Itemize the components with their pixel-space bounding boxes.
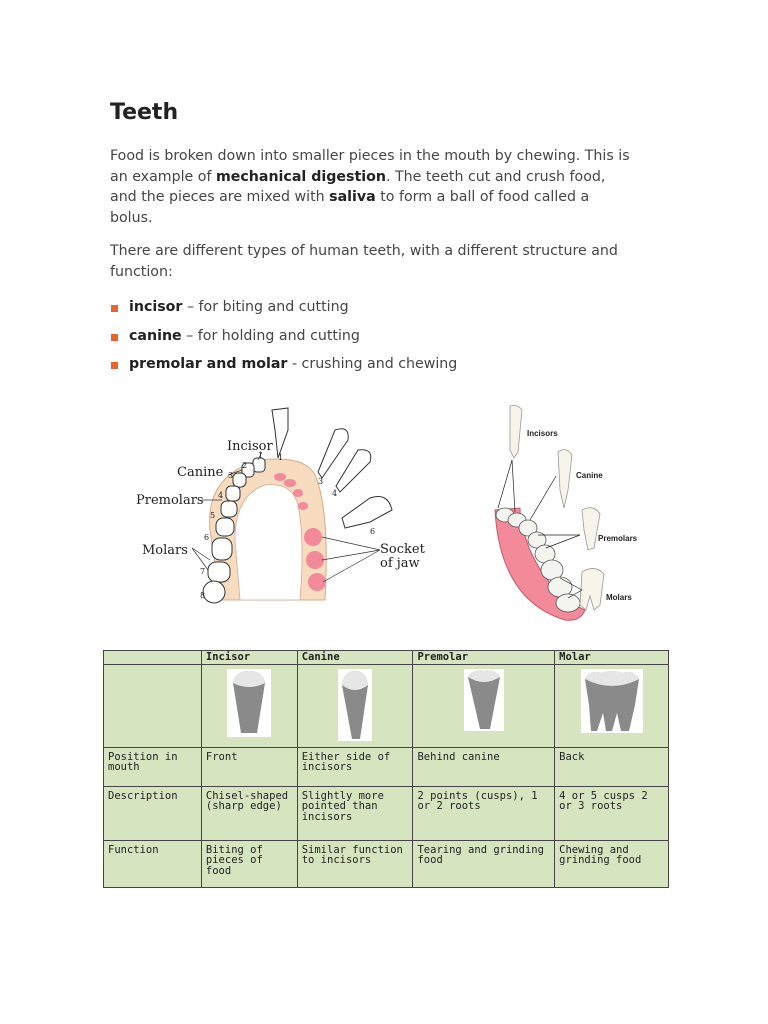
intro-bold-saliva: saliva <box>329 189 376 205</box>
table-cell: Front <box>200 746 298 787</box>
premolar-tooth-image <box>463 668 504 731</box>
intro-text-3: to form a ball of food called a bolus. <box>110 189 590 226</box>
label-molars: Molars <box>142 543 188 558</box>
tooth-number: 5 <box>210 511 215 520</box>
list-item-premolar-molar: premolar and molar - crushing and chewin… <box>110 356 457 385</box>
bullet-desc: – for holding and cutting <box>181 327 360 344</box>
teeth-comparison-table: Incisor Canine Premolar Molar Position i… <box>103 650 669 888</box>
teeth-side-diagram: Incisors Canine Premolars Molars <box>494 405 638 621</box>
table-cell: Biting of pieces of food <box>200 839 298 888</box>
bullet-square-icon <box>111 333 118 341</box>
jaw-teeth <box>495 507 581 613</box>
label-premolars: Premolars <box>136 493 204 508</box>
palate-shape <box>234 484 303 601</box>
table-header-row: Incisor Canine Premolar Molar <box>103 650 669 665</box>
label-incisor: Incisor <box>227 439 273 454</box>
bullet-term: incisor <box>129 299 183 315</box>
table-cell: Back <box>554 746 669 787</box>
table-image-row <box>103 663 669 748</box>
jaw-diagram: Incisor Canine Premolars Molars Socket o… <box>136 407 426 604</box>
teeth-types-list: incisor – for biting and cutting canine … <box>110 299 457 385</box>
bullet-square-icon <box>111 362 118 369</box>
single-teeth <box>509 405 605 611</box>
label-socket: Socket <box>380 542 426 557</box>
jaw-gum-shape <box>494 507 586 621</box>
table-header-cell: Molar <box>554 650 669 665</box>
tooth-number: 3 <box>228 471 233 480</box>
table-cell: 2 points (cusps), 1 or 2 roots <box>412 785 556 841</box>
intro-paragraph: Food is broken down into smaller pieces … <box>110 146 630 228</box>
table-cell: Chisel-shaped (sharp edge) <box>200 785 298 841</box>
row-label: Description <box>103 785 202 841</box>
list-item-canine: canine – for holding and cutting <box>110 328 457 357</box>
row-label: Function <box>103 839 202 888</box>
table-cell: Chewing and grinding food <box>554 839 669 888</box>
table-header-cell <box>103 650 202 665</box>
intro-text-2: . The teeth cut and crush food, and the … <box>110 168 606 206</box>
table-cell: Slightly more pointed than incisors <box>296 785 414 841</box>
label-canine-side: Canine <box>576 471 603 480</box>
intro-text-1: Food is broken down into smaller pieces … <box>110 148 630 185</box>
bullet-term: canine <box>129 327 182 344</box>
tooth-number: 8 <box>200 591 205 600</box>
types-paragraph: There are different types of human teeth… <box>110 243 618 280</box>
tooth-number: 6 <box>370 527 375 536</box>
list-item-incisor: incisor – for biting and cutting <box>110 299 457 328</box>
pointer-lines <box>191 451 381 583</box>
label-incisors: Incisors <box>527 429 558 438</box>
canine-tooth-image <box>338 668 373 741</box>
canine-image-cell <box>296 663 414 748</box>
molar-image-cell <box>554 663 669 748</box>
table-cell: Either side of incisors <box>296 746 414 787</box>
bullet-term: premolar and molar <box>129 356 288 372</box>
tooth-row <box>202 457 266 604</box>
side-pointer-lines <box>497 459 583 599</box>
extracted-teeth <box>271 407 393 529</box>
table-row: Description Chisel-shaped (sharp edge) S… <box>103 785 669 841</box>
table-cell: Similar function to incisors <box>296 839 414 888</box>
tooth-number: 4 <box>332 489 337 498</box>
tooth-number: 2 <box>242 461 247 470</box>
bullet-desc: – for biting and cutting <box>182 299 349 315</box>
table-header-cell: Canine <box>296 650 414 665</box>
table-cell: 4 or 5 cusps 2 or 3 roots <box>554 785 669 841</box>
bullet-desc: - crushing and chewing <box>287 356 458 372</box>
page-title: Teeth <box>110 100 179 125</box>
table-cell: Tearing and grinding food <box>412 839 556 888</box>
bullet-square-icon <box>111 305 118 312</box>
incisor-image-cell <box>200 663 298 748</box>
socket-circles <box>274 473 326 591</box>
table-row: Position in mouth Front Either side of i… <box>103 746 669 787</box>
label-of-jaw: of jaw <box>380 556 420 571</box>
molar-tooth-image <box>580 668 643 733</box>
table-header-cell: Premolar <box>412 650 556 665</box>
table-cell <box>103 663 202 748</box>
premolar-image-cell <box>412 663 556 748</box>
label-premolars-side: Premolars <box>598 534 638 543</box>
tooth-number: 1 <box>278 453 283 462</box>
table-header-cell: Incisor <box>200 650 298 665</box>
label-molars-side: Molars <box>606 593 632 602</box>
tooth-number: 1 <box>258 451 263 460</box>
incisor-tooth-image <box>227 668 272 737</box>
table-cell: Behind canine <box>412 746 556 787</box>
tooth-number: 6 <box>204 533 209 542</box>
tooth-number: 7 <box>200 567 205 576</box>
label-canine: Canine <box>177 465 224 480</box>
tooth-number: 3 <box>318 477 323 486</box>
intro-bold-mechanical-digestion: mechanical digestion <box>215 168 386 185</box>
row-label: Position in mouth <box>103 746 202 787</box>
table-row: Function Biting of pieces of food Simila… <box>103 839 669 888</box>
tooth-number: 4 <box>218 491 223 500</box>
